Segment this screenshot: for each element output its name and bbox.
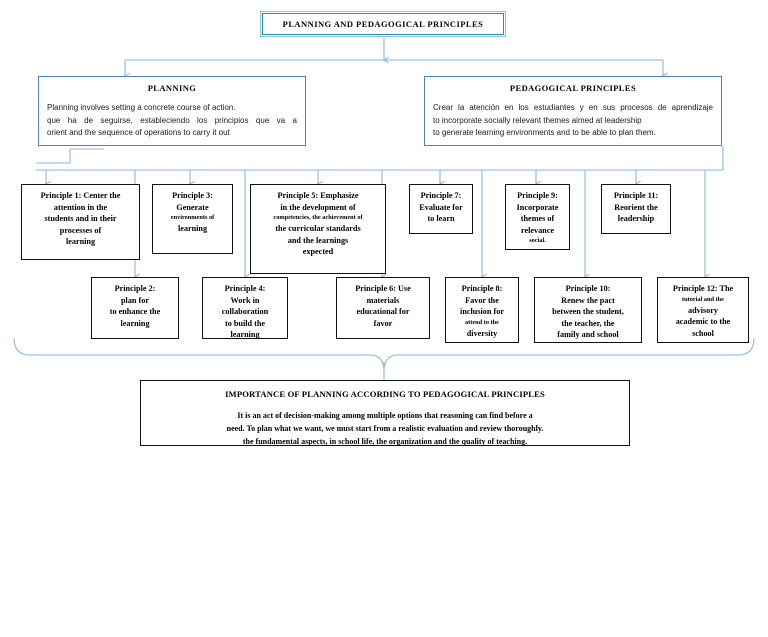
principle-12-box: Principle 12: The tutorial and the advis… [657, 277, 749, 343]
principle-5-line-2: in the development of [280, 202, 356, 212]
principle-1-box: Principle 1: Center the attention in the… [21, 184, 140, 260]
principle-12-line-2: tutorial and the [682, 295, 724, 303]
principle-5-line-5: and the learnings [287, 235, 349, 245]
importance-line-2: need. To plan what we want, we must star… [226, 424, 544, 433]
principle-4-line-1: Principle 4: [224, 284, 266, 293]
principle-9-line-4: relevance [520, 225, 555, 235]
principle-2-line-1: Principle 2: [114, 284, 156, 293]
principle-11-line-1: Principle 11: [613, 191, 659, 200]
principle-12-line-4: academic to the [675, 317, 731, 326]
principle-5-line-4: the curricular standards [275, 224, 361, 233]
principle-5-line-6: expected [302, 247, 334, 256]
principle-11-line-3: leadership [617, 214, 655, 223]
principle-10-line-5: family and school [557, 330, 619, 339]
principle-4-line-2: Work in [230, 295, 260, 305]
principle-3-line-2: Generate [176, 202, 209, 212]
principle-8-box: Principle 8: Favor the inclusion for att… [445, 277, 519, 343]
principle-3-line-4: learning [177, 224, 208, 233]
importance-box: IMPORTANCE OF PLANNING ACCORDING TO PEDA… [140, 380, 630, 446]
principle-10-line-1: Principle 10: [565, 284, 611, 293]
section-planning-line-2: que ha de seguirse, estableciendo los pr… [47, 115, 297, 125]
principle-12-line-3: advisory [687, 305, 719, 315]
principle-8-line-4: attend to the [465, 318, 499, 326]
importance-heading: IMPORTANCE OF PLANNING ACCORDING TO PEDA… [225, 389, 545, 399]
principle-7-line-2: Evaluate for [419, 202, 463, 212]
principle-8-line-1: Principle 8: [461, 284, 503, 293]
section-planning: PLANNING Planning involves setting a con… [38, 76, 306, 146]
principle-7-box: Principle 7: Evaluate for to learn [409, 184, 473, 234]
section-planning-heading: PLANNING [147, 83, 197, 93]
principle-10-box: Principle 10: Renew the pact between the… [534, 277, 642, 343]
principle-6-line-1: Principle 6: Use [355, 284, 411, 293]
principle-8-line-5: diversity [466, 328, 498, 338]
principle-4-line-3: collaboration [221, 307, 269, 316]
section-pedagogical-heading: PEDAGOGICAL PRINCIPLES [509, 83, 637, 93]
principle-3-line-3: environments of [170, 214, 215, 221]
section-planning-line-3: orient and the sequence of operations to… [47, 128, 230, 137]
principle-4-line-5: learning [230, 330, 260, 339]
principle-2-line-4: learning [120, 318, 150, 328]
principle-7-line-3: to learn [427, 214, 455, 223]
principle-5-line-3: competencies, the achievement of [273, 214, 363, 221]
principle-10-line-2: Renew the pact [561, 295, 615, 305]
principle-5-line-1: Principle 5: Emphasize [277, 191, 359, 200]
principle-8-line-3: inclusion for [460, 307, 504, 316]
principle-11-box: Principle 11: Reorient the leadership [601, 184, 671, 234]
importance-line-1: It is an act of decision-making among mu… [237, 411, 533, 420]
principle-12-line-1: Principle 12: The [672, 284, 734, 293]
importance-line-3: the fundamental aspects, in school life,… [242, 437, 528, 446]
principle-10-line-4: the teacher, the [561, 318, 615, 328]
principle-3-line-1: Principle 3: [172, 191, 213, 200]
section-pedagogical-line-2: to incorporate socially relevant themes … [433, 115, 642, 125]
principle-8-line-2: Favor the [465, 295, 499, 305]
section-pedagogical-line-1: Crear la atención en los estudiantes y e… [433, 103, 713, 112]
principle-9-line-3: themes of [520, 214, 555, 223]
section-pedagogical-line-3: to generate learning environments and to… [433, 128, 656, 137]
principle-4-box: Principle 4: Work in collaboration to bu… [202, 277, 288, 339]
principle-5-box: Principle 5: Emphasize in the developmen… [250, 184, 386, 274]
section-pedagogical-principles: PEDAGOGICAL PRINCIPLES Crear la atención… [424, 76, 722, 146]
principle-1-line-1: Principle 1: Center the [40, 191, 121, 200]
principle-2-line-2: plan for [121, 295, 149, 305]
principle-9-line-1: Principle 9: [517, 191, 558, 200]
principle-6-line-3: educational for [356, 307, 410, 316]
section-planning-line-1: Planning involves setting a concrete cou… [47, 103, 236, 112]
principle-2-box: Principle 2: plan for to enhance the lea… [91, 277, 179, 339]
principle-9-line-5: social. [529, 237, 546, 244]
diagram-title-box: PLANNING AND PEDAGOGICAL PRINCIPLES [260, 11, 506, 37]
principle-9-line-2: Incorporate [516, 202, 559, 212]
principle-6-box: Principle 6: Use materials educational f… [336, 277, 430, 339]
principle-6-line-4: favor [373, 318, 393, 328]
principle-11-line-2: Reorient the [614, 202, 658, 212]
principle-1-line-4: processes of [59, 225, 102, 235]
principle-6-line-2: materials [366, 295, 400, 305]
principle-7-line-1: Principle 7: [420, 191, 462, 200]
principle-1-line-5: learning [65, 237, 96, 246]
principle-4-line-4: to build the [224, 318, 266, 328]
page-title: PLANNING AND PEDAGOGICAL PRINCIPLES [282, 19, 484, 29]
principle-1-line-3: students and in their [44, 214, 117, 223]
principle-12-line-5: school [692, 328, 714, 338]
principle-1-line-2: attention in the [53, 202, 108, 212]
principle-3-box: Principle 3: Generate environments of le… [152, 184, 233, 254]
principle-10-line-3: between the student, [552, 307, 624, 316]
principle-2-line-3: to enhance the [109, 307, 161, 316]
principle-9-box: Principle 9: Incorporate themes of relev… [505, 184, 570, 250]
